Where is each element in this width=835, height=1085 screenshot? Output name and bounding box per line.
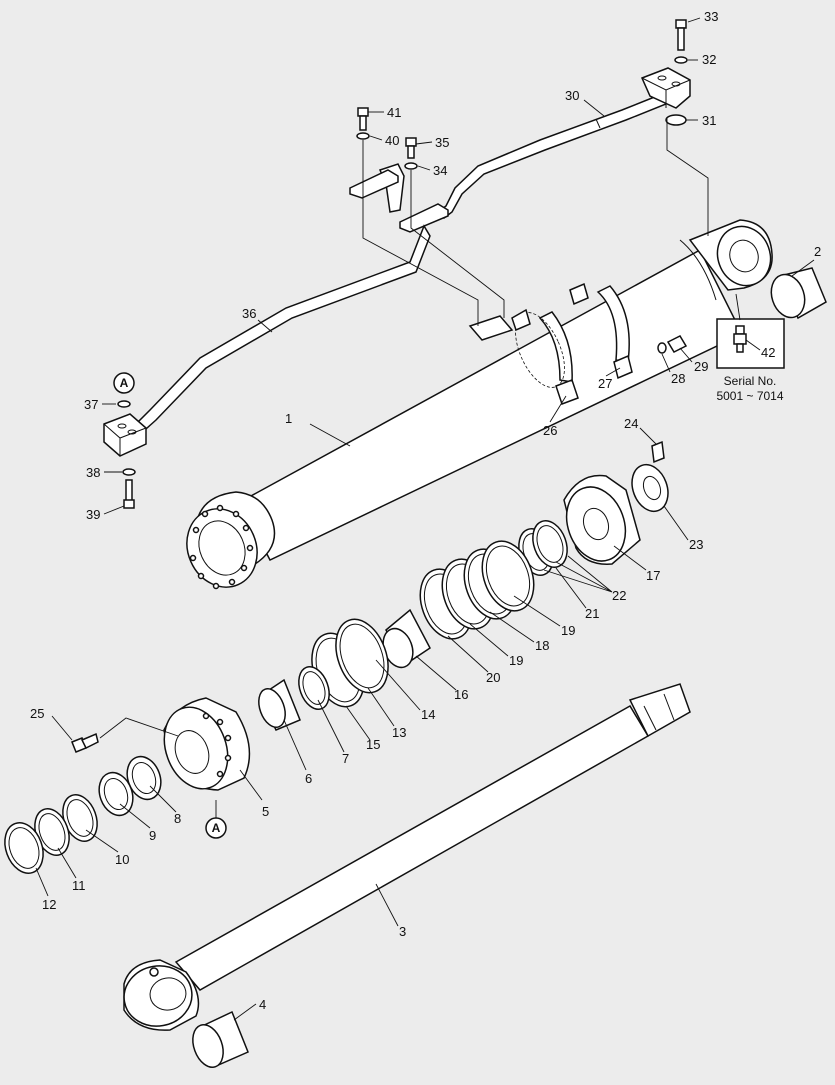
detail-marker-a-top: A xyxy=(113,372,135,394)
callout-3: 3 xyxy=(399,924,406,939)
callout-34: 34 xyxy=(433,163,447,178)
washer-40 xyxy=(356,132,370,140)
callout-33: 33 xyxy=(704,9,718,24)
o-ring-31 xyxy=(665,114,687,126)
bushing-4 xyxy=(192,1010,249,1068)
bolt-35 xyxy=(405,137,417,159)
callout-22: 22 xyxy=(612,588,626,603)
bushing-16 xyxy=(382,608,431,669)
rings-18-20 xyxy=(419,540,535,640)
washer-32 xyxy=(674,56,688,64)
assembly-line-25 xyxy=(99,717,179,739)
flange-block-30 xyxy=(640,67,691,109)
washer-38 xyxy=(122,468,136,476)
callout-14: 14 xyxy=(421,707,435,722)
piston-rod-3 xyxy=(123,683,691,1031)
callout-leaders xyxy=(35,17,815,1021)
callout-32: 32 xyxy=(702,52,716,67)
callout-19b: 19 xyxy=(509,653,523,668)
grease-fitting-42 xyxy=(733,325,747,353)
piston-17 xyxy=(563,474,641,565)
washer-34 xyxy=(404,162,418,170)
callout-21: 21 xyxy=(585,606,599,621)
callout-25: 25 xyxy=(30,706,44,721)
pipe-30 xyxy=(436,93,667,219)
bolt-41 xyxy=(357,107,369,131)
bolt-25 xyxy=(71,732,99,753)
callout-28: 28 xyxy=(671,371,685,386)
bracket-34 xyxy=(399,203,449,233)
detail-marker-a-bottom: A xyxy=(205,817,227,839)
set-screw-24 xyxy=(651,440,665,464)
pipe-36 xyxy=(131,224,431,438)
bolt-29 xyxy=(666,335,688,353)
callout-37: 37 xyxy=(84,397,98,412)
callout-5: 5 xyxy=(262,804,269,819)
clamp-26 xyxy=(511,308,579,405)
callout-41: 41 xyxy=(387,105,401,120)
serial-note-line1: Serial No. xyxy=(724,374,777,388)
callout-12: 12 xyxy=(42,897,56,912)
callout-9: 9 xyxy=(149,828,156,843)
callout-38: 38 xyxy=(86,465,100,480)
o-ring-37 xyxy=(117,400,131,408)
serial-note-line2: 5001 ~ 7014 xyxy=(716,389,783,403)
flange-block-36 xyxy=(103,413,147,457)
callout-10: 10 xyxy=(115,852,129,867)
cylinder-tube-1 xyxy=(186,219,773,590)
bracket-40 xyxy=(349,169,399,199)
callout-4: 4 xyxy=(259,997,266,1012)
clamp-27 xyxy=(569,282,633,380)
assembly-line-41 xyxy=(362,140,479,326)
callout-6: 6 xyxy=(305,771,312,786)
callout-8: 8 xyxy=(174,811,181,826)
callout-39: 39 xyxy=(86,507,100,522)
detail-marker-a-bottom-label: A xyxy=(212,821,221,835)
assembly-line-35 xyxy=(410,170,505,318)
callout-36: 36 xyxy=(242,306,256,321)
washer-28 xyxy=(657,342,667,354)
callout-30: 30 xyxy=(565,88,579,103)
callout-23: 23 xyxy=(689,537,703,552)
callout-labels: 1 2 3 4 5 6 7 8 9 10 11 12 13 14 15 16 1… xyxy=(30,9,821,1012)
callout-42: 42 xyxy=(761,345,775,360)
callout-29: 29 xyxy=(694,359,708,374)
nut-23 xyxy=(631,463,669,513)
callout-11: 11 xyxy=(72,878,86,893)
callout-31: 31 xyxy=(702,113,716,128)
callout-1: 1 xyxy=(285,411,292,426)
callout-20: 20 xyxy=(486,670,500,685)
callout-7: 7 xyxy=(342,751,349,766)
callout-16: 16 xyxy=(454,687,468,702)
rod-cover-5 xyxy=(163,697,251,791)
bushing-2 xyxy=(770,267,827,320)
saddle-plate xyxy=(468,315,514,341)
callout-26: 26 xyxy=(543,423,557,438)
seal-9 xyxy=(98,771,134,817)
callout-27: 27 xyxy=(598,376,612,391)
callout-40: 40 xyxy=(385,133,399,148)
callout-24: 24 xyxy=(624,416,638,431)
bushing-6 xyxy=(258,678,301,731)
bolt-39 xyxy=(123,479,135,509)
bolt-33 xyxy=(675,19,687,51)
callout-2: 2 xyxy=(814,244,821,259)
ring-7 xyxy=(298,666,330,710)
callout-13: 13 xyxy=(392,725,406,740)
callout-17: 17 xyxy=(646,568,660,583)
detail-marker-a-top-label: A xyxy=(120,376,129,390)
assembly-line-33 xyxy=(666,118,709,236)
callout-35: 35 xyxy=(435,135,449,150)
assembly-line-42 xyxy=(735,293,741,321)
callout-15: 15 xyxy=(366,737,380,752)
callout-18: 18 xyxy=(535,638,549,653)
callout-19a: 19 xyxy=(561,623,575,638)
